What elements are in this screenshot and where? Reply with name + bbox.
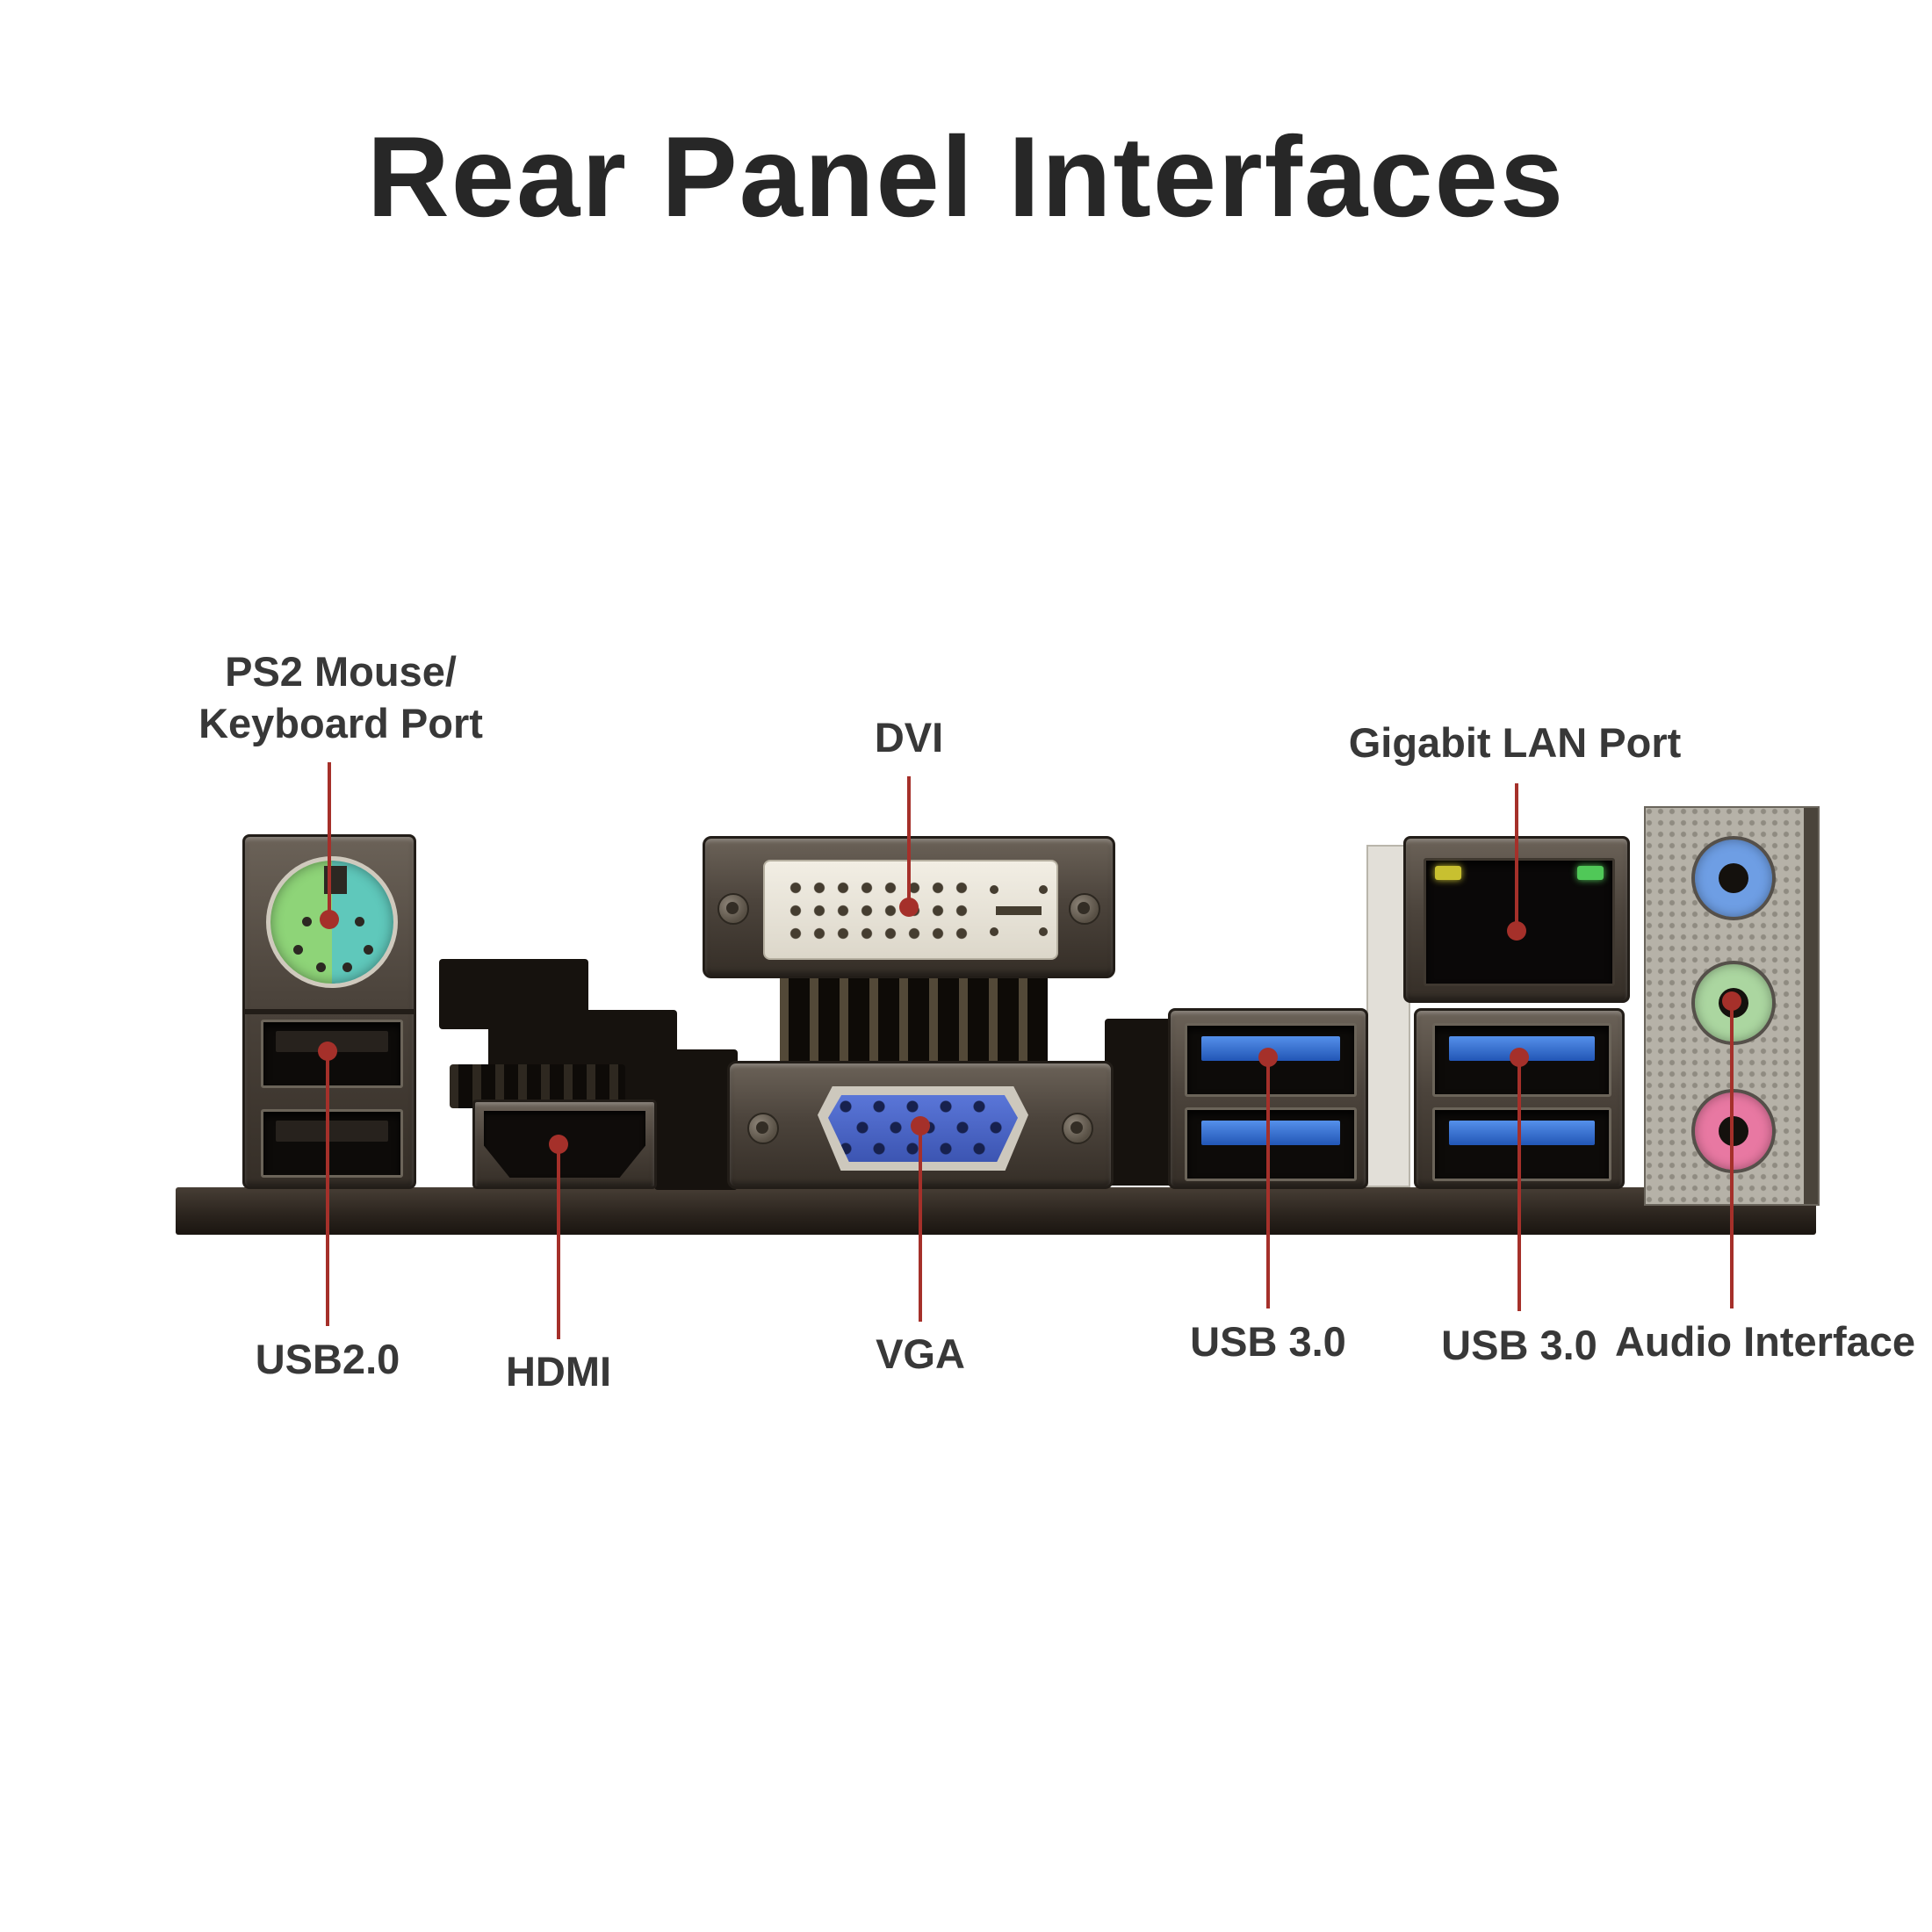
page-title: Rear Panel Interfaces [366,112,1566,241]
vga-port [818,1086,1028,1171]
callout-line-hdmi [557,1144,560,1339]
label-audio: Audio Interface [1614,1318,1916,1365]
callout-line-vga [919,1126,922,1322]
dvi-analog-pin [1039,927,1048,936]
label-dvi: DVI [874,714,944,761]
housing-divider [245,1009,414,1014]
callout-dot-dvi [899,898,919,917]
dvi-blade-slot [996,906,1042,915]
callout-line-usb3-left [1266,1057,1270,1308]
callout-dot-vga [911,1116,930,1135]
label-usb3-right: USB 3.0 [1441,1322,1597,1368]
vga-screw-right [1062,1113,1093,1144]
ps2-pin [316,962,326,972]
dvi-screw-left [717,893,749,925]
usb3-tongue [1449,1121,1595,1145]
callout-dot-ps2 [320,910,339,929]
label-usb2: USB2.0 [255,1336,400,1382]
dvi-pin-grid [784,876,976,945]
plastic-block [654,1049,738,1190]
lan-led-yellow [1435,866,1461,880]
ps2-pin [355,917,364,926]
vga-pin-row [840,1143,1006,1155]
usb3-port-left-bottom [1185,1107,1357,1181]
audio-jack-line-in [1691,836,1776,920]
dvi-screw-right [1069,893,1100,925]
plastic-block [1105,1019,1175,1186]
usb2-tongue [276,1121,388,1142]
callout-line-usb2 [326,1051,329,1326]
vga-pin-row [856,1121,1018,1134]
audio-plate-edge [1804,808,1818,1204]
audio-jack-mic [1691,1089,1776,1173]
dvi-analog-pin [1039,885,1048,894]
callout-dot-audio [1722,991,1741,1011]
callout-dot-lan [1507,921,1526,941]
label-hdmi: HDMI [505,1348,612,1395]
lan-led-green [1577,866,1604,880]
callout-line-lan [1515,783,1518,931]
callout-line-ps2 [328,762,331,919]
callout-line-dvi [907,776,911,907]
vent-bracket [780,978,1048,1066]
callout-dot-usb2 [318,1042,337,1061]
vga-pin-row [840,1100,1006,1113]
callout-line-usb3-right [1517,1057,1521,1311]
label-usb3-left: USB 3.0 [1190,1318,1346,1365]
motherboard-baseplate [176,1187,1816,1235]
callout-dot-usb3-right [1510,1048,1529,1067]
dvi-analog-section [986,876,1051,945]
ps2-pin [293,945,303,955]
callout-dot-usb3-left [1258,1048,1278,1067]
label-vga: VGA [876,1330,965,1377]
label-ps2-line1: PS2 Mouse/ [225,648,457,695]
label-ps2-line2: Keyboard Port [198,700,483,747]
usb2-port-bottom [261,1109,403,1178]
label-ps2: PS2 Mouse/ Keyboard Port [156,645,525,749]
ps2-usb2-housing [242,834,416,1189]
callout-dot-hdmi [549,1135,568,1154]
audio-jack-hole [1719,863,1748,893]
ps2-pin [364,945,373,955]
dvi-analog-pin [990,885,998,894]
vga-screw-left [747,1113,779,1144]
ps2-pin [302,917,312,926]
ps2-pin [342,962,352,972]
usb3-port-right-bottom [1432,1107,1611,1181]
dvi-analog-pin [990,927,998,936]
usb3-tongue [1201,1121,1340,1145]
callout-line-audio [1730,1001,1734,1308]
audio-jack-hole [1719,1116,1748,1146]
label-lan: Gigabit LAN Port [1348,719,1682,766]
io-shield-bracket [1366,845,1410,1187]
